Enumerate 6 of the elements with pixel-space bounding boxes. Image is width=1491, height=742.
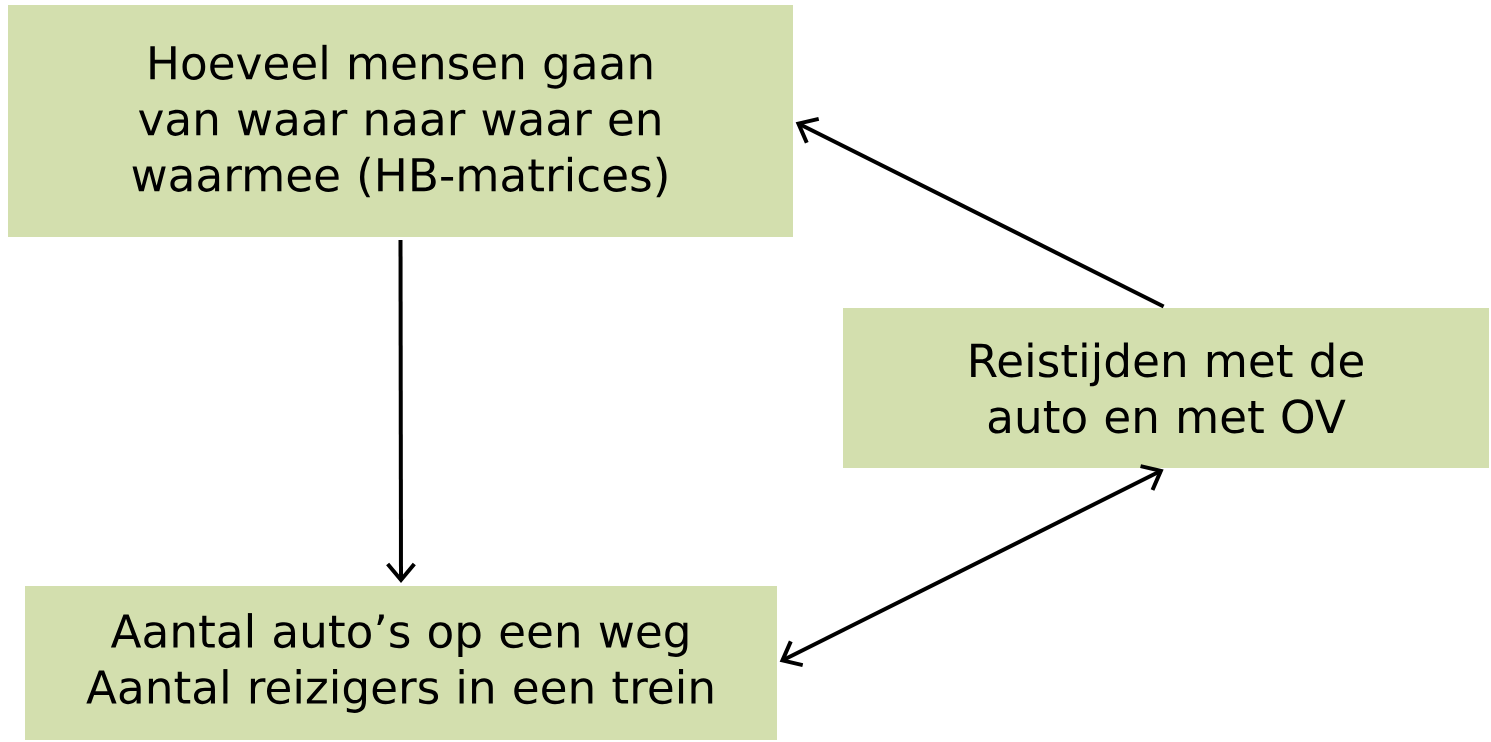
arrow [795, 116, 1165, 309]
text-box: Aantal auto’s op een weg Aantal reizigers in een trein [25, 586, 777, 740]
arrow [386, 239, 416, 584]
text-box: Hoeveel mensen gaan van waar naar waar en waarmee (HB-matrices) [8, 5, 793, 237]
text-box: Reistijden met de auto en met OV [843, 308, 1489, 468]
arrow [779, 464, 1164, 668]
